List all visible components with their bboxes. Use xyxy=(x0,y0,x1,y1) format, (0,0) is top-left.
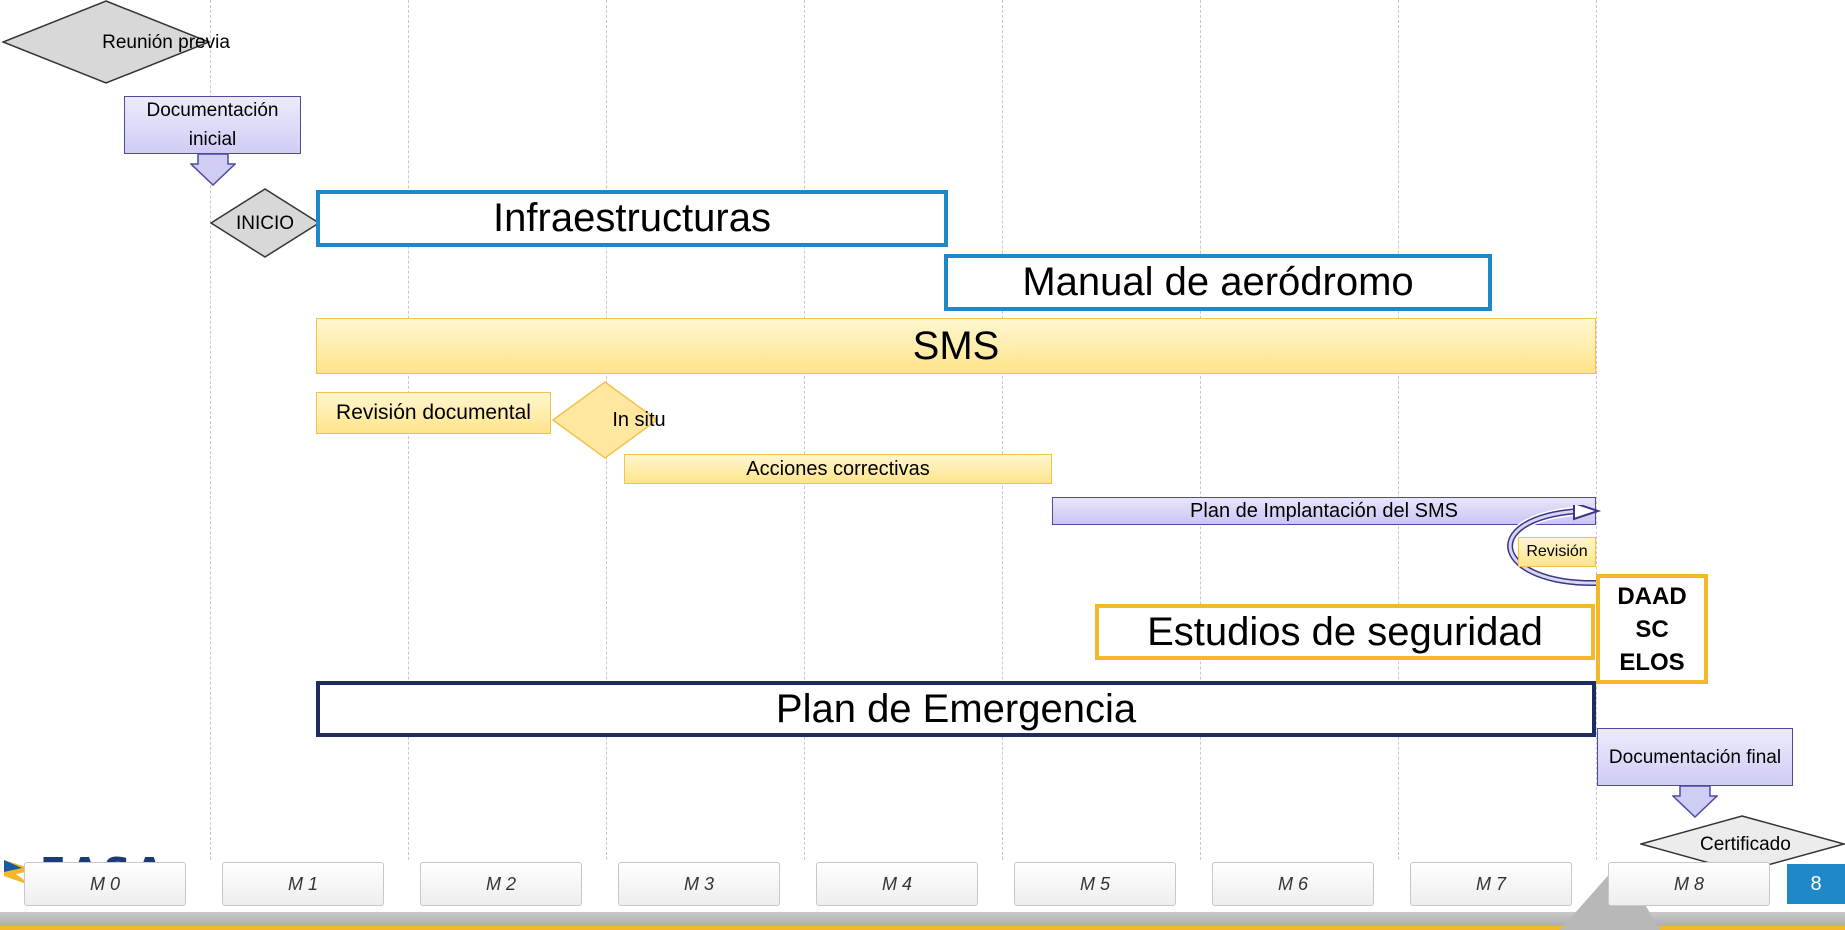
grid-line xyxy=(210,0,211,860)
doc-final-box: Documentación final xyxy=(1597,728,1793,786)
daad-label: DAAD xyxy=(1617,582,1687,610)
elos-label: ELOS xyxy=(1619,648,1685,676)
down-arrow-icon xyxy=(190,154,236,186)
revision-label: Revisión xyxy=(1526,543,1588,560)
month-m5: M 5 xyxy=(1014,862,1176,906)
page-number: 8 xyxy=(1810,872,1822,895)
doc-inicial-label: Documentación inicial xyxy=(146,100,279,150)
acciones-correctivas-bar: Acciones correctivas xyxy=(624,454,1052,484)
sms-label: SMS xyxy=(912,323,1000,368)
daad-sc-elos-box: DAAD SC ELOS xyxy=(1596,574,1708,684)
infraestructuras-label: Infraestructuras xyxy=(493,196,771,240)
down-arrow-icon xyxy=(1672,786,1718,818)
month-m4: M 4 xyxy=(816,862,978,906)
plan-implantacion-bar: Plan de Implantación del SMS xyxy=(1052,497,1596,525)
grid-line xyxy=(804,0,805,860)
manual-aerodromo-box: Manual de aeródromo xyxy=(944,254,1492,311)
infraestructuras-box: Infraestructuras xyxy=(316,190,948,247)
month-m3: M 3 xyxy=(618,862,780,906)
estudios-seguridad-label: Estudios de seguridad xyxy=(1147,609,1543,654)
inicio-label: INICIO xyxy=(235,212,295,234)
revision-documental-label: Revisión documental xyxy=(336,401,531,424)
month-m8: M 8 xyxy=(1608,862,1770,906)
month-m1: M 1 xyxy=(222,862,384,906)
month-m0: M 0 xyxy=(24,862,186,906)
milestone-inicio: INICIO xyxy=(210,188,320,258)
plan-emergencia-box: Plan de Emergencia xyxy=(316,681,1596,737)
acciones-correctivas-label: Acciones correctivas xyxy=(746,457,930,480)
in-situ-label: In situ xyxy=(612,408,666,431)
month-m2: M 2 xyxy=(420,862,582,906)
plan-emergencia-label: Plan de Emergencia xyxy=(775,686,1137,731)
certificado-label: Certificado xyxy=(1700,833,1791,855)
revision-loop-arrow-icon xyxy=(1505,505,1602,588)
estudios-seguridad-box: Estudios de seguridad xyxy=(1095,604,1595,660)
milestone-in-situ: In situ xyxy=(552,381,666,459)
month-m6: M 6 xyxy=(1212,862,1374,906)
grid-line xyxy=(1596,0,1597,860)
doc-final-label: Documentación final xyxy=(1608,746,1782,768)
sms-bar: SMS xyxy=(316,318,1596,374)
bird-logo-icon xyxy=(4,860,36,886)
page-number-badge: 8 xyxy=(1787,864,1845,904)
month-m7: M 7 xyxy=(1410,862,1572,906)
reunion-previa-label: Reunión previa xyxy=(102,31,230,53)
revision-box: Revisión xyxy=(1518,537,1596,567)
doc-inicial-box: Documentación inicial xyxy=(124,96,301,154)
revision-documental-box: Revisión documental xyxy=(316,392,551,434)
grid-line xyxy=(1200,0,1201,860)
milestone-reunion-previa: Reunión previa xyxy=(2,0,230,84)
manual-aerodromo-label: Manual de aeródromo xyxy=(1022,260,1414,304)
grid-line xyxy=(1398,0,1399,860)
sc-label: SC xyxy=(1635,615,1669,643)
timeline-base xyxy=(0,912,1845,930)
plan-implantacion-label: Plan de Implantación del SMS xyxy=(1190,499,1458,522)
grid-line xyxy=(1002,0,1003,860)
footer-accent-line xyxy=(0,926,1845,930)
